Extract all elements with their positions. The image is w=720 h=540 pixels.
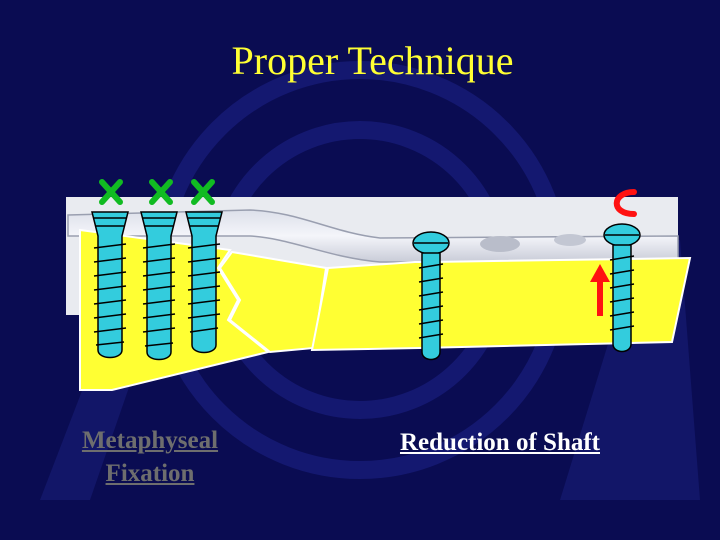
locking-screw	[140, 211, 178, 361]
plate-hole	[480, 236, 520, 252]
bone-metaphysis	[79, 228, 271, 391]
plate-hole	[554, 234, 586, 246]
bone-middle-fragment	[218, 250, 328, 354]
x-mark-icon	[149, 179, 173, 205]
x-mark-icon	[99, 179, 123, 205]
locking-screw	[185, 211, 223, 354]
x-mark-icon	[191, 179, 215, 205]
curved-arrow-icon	[613, 189, 637, 217]
locking-screw	[91, 211, 129, 359]
red-arrow-icon	[590, 264, 610, 316]
caption-metaphyseal-fixation: Metaphyseal Fixation	[55, 424, 245, 490]
caption-line: Metaphyseal	[81, 427, 219, 454]
cortical-screw	[603, 223, 641, 353]
caption-reduction-of-shaft: Reduction of Shaft	[399, 429, 600, 456]
bone-shaft	[310, 256, 692, 352]
caption-line: Fixation	[105, 460, 195, 487]
cortical-screw	[412, 231, 450, 361]
slide-title: Proper Technique	[231, 38, 514, 83]
